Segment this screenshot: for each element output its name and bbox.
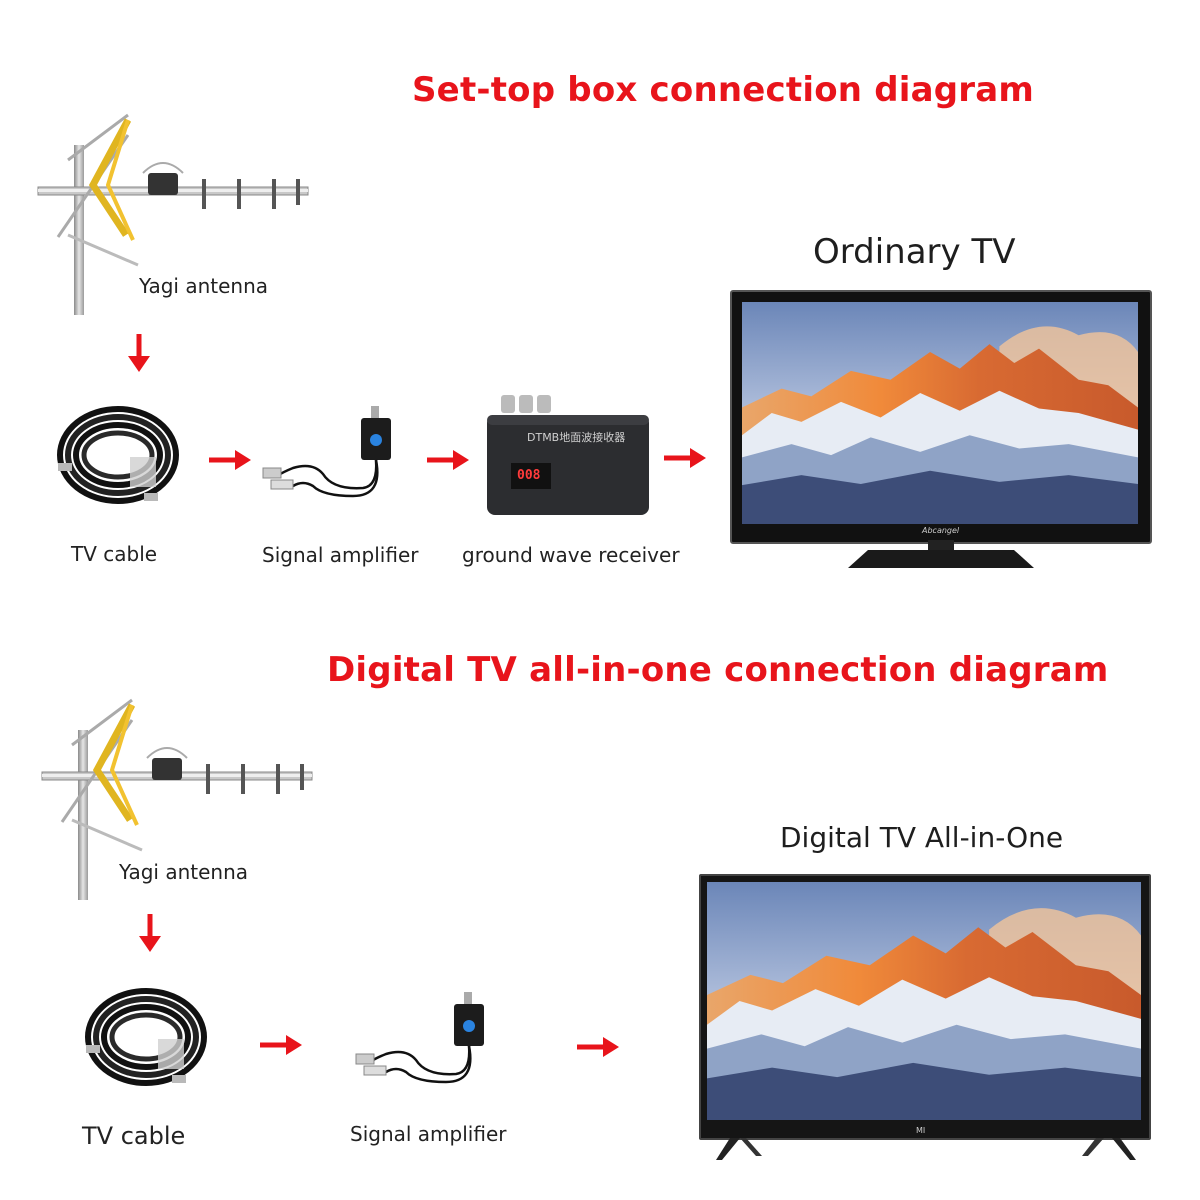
ground-wave-receiver-icon: DTMB地面波接收器 008 <box>487 395 649 517</box>
tv-cable-label: TV cable <box>82 1122 186 1150</box>
arrow-right-icon <box>664 458 709 482</box>
arrow-right-icon <box>209 460 254 484</box>
signal-amplifier-icon <box>354 990 486 1084</box>
diagram-title-all-in-one: Digital TV all-in-one connection diagram <box>327 650 1109 690</box>
yagi-antenna-label: Yagi antenna <box>139 274 269 298</box>
digital-tv-icon: MI <box>699 874 1151 1140</box>
ordinary-tv-label: Ordinary TV <box>813 232 1016 272</box>
ground-wave-receiver-label: ground wave receiver <box>462 543 680 567</box>
signal-amplifier-icon <box>261 404 393 498</box>
tv-cable-icon <box>86 987 216 1097</box>
receiver-model-text: DTMB地面波接收器 <box>527 431 626 444</box>
digital-tv-all-in-one-label: Digital TV All-in-One <box>780 821 1064 854</box>
tv-cable-icon <box>58 405 188 515</box>
tv-brand-text: Abcangel <box>922 526 960 535</box>
ordinary-tv-icon: Abcangel <box>730 290 1152 544</box>
arrow-down-icon <box>139 334 169 374</box>
signal-amplifier-label: Signal amplifier <box>262 543 419 567</box>
arrow-down-icon <box>150 914 180 954</box>
tv-stand-icon <box>716 1138 1136 1160</box>
arrow-right-icon <box>260 1045 305 1069</box>
tv-stand-icon <box>848 540 1034 568</box>
yagi-antenna-label: Yagi antenna <box>119 860 249 884</box>
signal-amplifier-label: Signal amplifier <box>350 1122 507 1146</box>
diagram-title-set-top-box: Set-top box connection diagram <box>412 70 1035 110</box>
tv-cable-label: TV cable <box>71 542 158 566</box>
receiver-display: 008 <box>517 468 541 483</box>
arrow-right-icon <box>577 1047 622 1071</box>
tv-brand-text: MI <box>916 1126 926 1135</box>
arrow-right-icon <box>427 460 472 484</box>
